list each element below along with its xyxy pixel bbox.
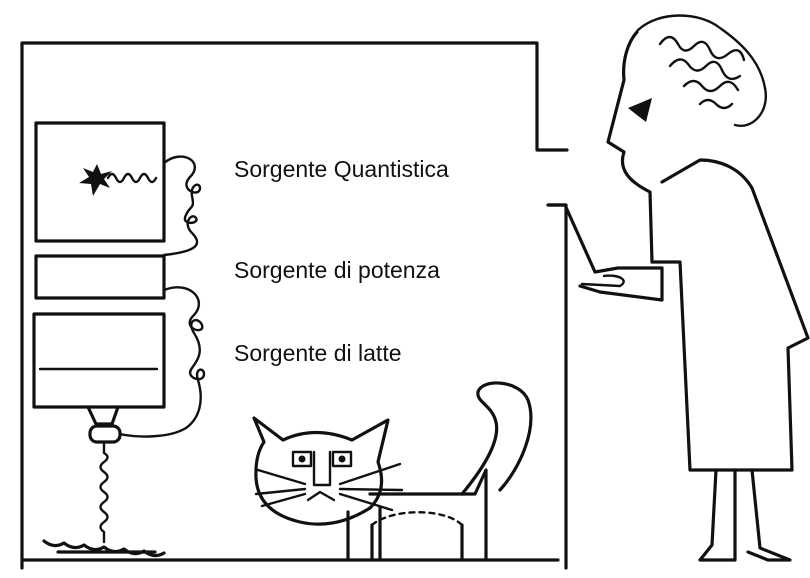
carton-sides (370, 523, 464, 562)
milk-source-device (32, 312, 166, 558)
cat-nose (312, 450, 332, 487)
milk-funnel (86, 405, 120, 426)
scientist-hair (636, 14, 768, 128)
cat-tail (460, 381, 533, 496)
cat-right-eye (331, 450, 353, 468)
cat-mouth (306, 490, 336, 502)
cat-left-pupil (298, 455, 306, 463)
milk-stream (99, 441, 109, 544)
cat-right-pupil (338, 455, 346, 463)
power-source-box (34, 254, 166, 300)
quantum-source-device (34, 121, 166, 243)
cat-whiskers (254, 462, 404, 512)
scientist-legs (698, 468, 792, 562)
box-right-wall (547, 203, 568, 570)
box-left-top-wall (20, 41, 569, 570)
milk-valve (88, 424, 122, 444)
device-wiring (118, 155, 206, 438)
cat-left-eye (291, 450, 313, 468)
power-source-label: Sorgente di potenza (234, 257, 440, 283)
cat (252, 381, 533, 562)
scientist-profile (606, 30, 654, 264)
carton-lid (370, 511, 464, 527)
power-wire (118, 286, 206, 438)
scientist-hand-tool (580, 274, 625, 288)
quantum-source-label: Sorgente Quantistica (234, 156, 449, 182)
cat-body (346, 468, 488, 562)
quantum-source-box (34, 121, 166, 243)
starburst-icon (79, 164, 112, 196)
wavy-line-icon (106, 172, 158, 184)
milk-source-label: Sorgente di latte (234, 340, 402, 366)
milk-source-box (32, 312, 166, 409)
scientist-coat (650, 158, 810, 472)
cat-head (252, 416, 390, 526)
milk-carton (370, 511, 464, 562)
scientist-arm (546, 203, 664, 302)
scientist-eye (628, 98, 652, 122)
quantum-wire (162, 155, 202, 257)
scientist (546, 14, 810, 562)
